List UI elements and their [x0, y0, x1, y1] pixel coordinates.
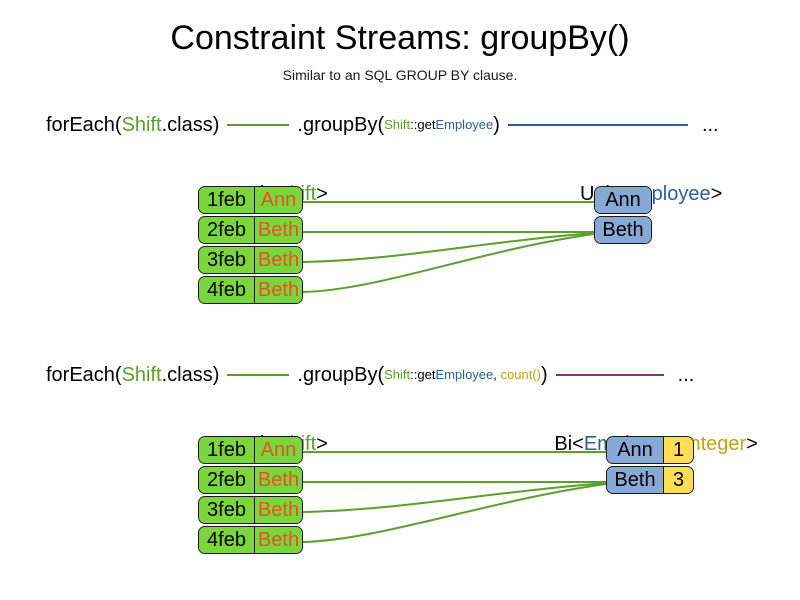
shift-node[interactable]: 1feb Ann — [198, 186, 303, 214]
page-title: Constraint Streams: groupBy() — [170, 19, 630, 57]
groupby-open-token: .groupBy( — [297, 114, 385, 136]
foreach-close-token: .class) — [161, 364, 220, 386]
pipeline-row-groupby-single: forEach( Shift .class) .groupBy( Shift :… — [0, 110, 800, 140]
groupby-close-token: ) — [493, 114, 500, 136]
code-line-groupby-single: forEach( Shift .class) .groupBy( Shift :… — [0, 110, 800, 140]
edge-shift3-to-group1 — [302, 483, 607, 543]
stream-connector-in — [227, 124, 290, 126]
mapper-property-token: Employee — [435, 367, 494, 382]
edge-layer-groupby-single — [302, 201, 595, 293]
foreach-open-token: forEach( — [46, 364, 122, 386]
shift-date: 2feb — [199, 467, 254, 493]
groupby-close-token: ) — [540, 364, 548, 386]
shift-date: 1feb — [199, 187, 254, 213]
groupby-open-token: .groupBy( — [297, 364, 385, 386]
mapper-type-token: Shift — [384, 367, 411, 382]
shift-node[interactable]: 3feb Beth — [198, 246, 303, 274]
group-count: 3 — [663, 467, 693, 493]
shift-list-groupby-single: 1feb Ann 2feb Beth 3feb Beth 4feb Beth — [198, 186, 303, 306]
type-row-groupby-single: Uni<Shift> Uni<Employee> — [0, 152, 800, 205]
group-node[interactable]: Ann 1 — [606, 436, 694, 464]
shift-node[interactable]: 2feb Beth — [198, 216, 303, 244]
group-employee: Ann — [607, 437, 663, 463]
collector-token: count() — [500, 367, 541, 382]
foreach-open-token: forEach( — [46, 114, 122, 136]
group-node[interactable]: Beth 3 — [606, 466, 694, 494]
page-subtitle: Similar to an SQL GROUP BY clause. — [282, 67, 518, 83]
edge-shift3-to-group1 — [302, 233, 595, 293]
shift-node[interactable]: 4feb Beth — [198, 276, 303, 304]
right-type-prefix: Bi< — [554, 433, 584, 455]
pipeline-ellipsis: ... — [677, 364, 695, 386]
diagram-groupby-single: 1feb Ann 2feb Beth 3feb Beth 4feb Beth A… — [0, 186, 800, 321]
shift-employee: Ann — [254, 437, 302, 463]
shift-employee: Beth — [254, 247, 302, 273]
code-line-groupby-count: forEach( Shift .class) .groupBy( Shift :… — [0, 360, 800, 390]
pipeline-ellipsis: ... — [701, 114, 719, 136]
group-count: 1 — [663, 437, 693, 463]
shift-node[interactable]: 4feb Beth — [198, 526, 303, 554]
stream-connector-out — [507, 124, 688, 126]
mapper-type-token: Shift — [384, 117, 411, 132]
shift-node[interactable]: 3feb Beth — [198, 496, 303, 524]
shift-employee: Beth — [254, 467, 302, 493]
group-node[interactable]: Beth — [594, 216, 652, 244]
shift-date: 1feb — [199, 437, 254, 463]
collector-separator-token: , — [493, 367, 501, 382]
group-employee: Ann — [595, 187, 651, 213]
shift-employee: Beth — [254, 527, 302, 553]
shift-date: 4feb — [199, 527, 254, 553]
shift-list-groupby-count: 1feb Ann 2feb Beth 3feb Beth 4feb Beth — [198, 436, 303, 556]
stream-connector-out — [555, 374, 664, 376]
group-employee: Beth — [607, 467, 663, 493]
diagram-groupby-count: 1feb Ann 2feb Beth 3feb Beth 4feb Beth A… — [0, 436, 800, 571]
shift-date: 2feb — [199, 217, 254, 243]
group-list-groupby-count: Ann 1 Beth 3 — [606, 436, 694, 496]
shift-date: 3feb — [199, 497, 254, 523]
shift-employee: Beth — [254, 217, 302, 243]
group-node[interactable]: Ann — [594, 186, 652, 214]
mapper-separator-token: ::get — [410, 367, 436, 382]
mapper-property-token: Employee — [435, 117, 494, 132]
left-type-suffix: > — [316, 183, 328, 205]
edge-shift2-to-group1 — [302, 232, 595, 263]
foreach-type-token: Shift — [121, 114, 162, 136]
shift-node[interactable]: 2feb Beth — [198, 466, 303, 494]
mapper-separator-token: ::get — [410, 117, 436, 132]
edge-shift2-to-group1 — [302, 482, 607, 513]
edge-layer-groupby-count — [302, 451, 607, 543]
foreach-close-token: .class) — [161, 114, 220, 136]
group-list-groupby-single: Ann Beth — [594, 186, 652, 246]
right-type-suffix: > — [746, 433, 758, 455]
stream-connector-in — [227, 374, 290, 376]
shift-date: 3feb — [199, 247, 254, 273]
pipeline-row-groupby-count: forEach( Shift .class) .groupBy( Shift :… — [0, 360, 800, 390]
type-row-groupby-count: Uni<Shift> Bi<Employee, Integer> — [0, 402, 800, 455]
shift-employee: Beth — [254, 497, 302, 523]
shift-node[interactable]: 1feb Ann — [198, 436, 303, 464]
shift-date: 4feb — [199, 277, 254, 303]
shift-employee: Beth — [254, 277, 302, 303]
group-employee: Beth — [595, 217, 651, 243]
foreach-type-token: Shift — [121, 364, 162, 386]
shift-employee: Ann — [254, 187, 302, 213]
right-type-generic2: Integer — [683, 433, 747, 455]
left-type-suffix: > — [316, 433, 328, 455]
right-type-suffix: > — [710, 183, 723, 205]
